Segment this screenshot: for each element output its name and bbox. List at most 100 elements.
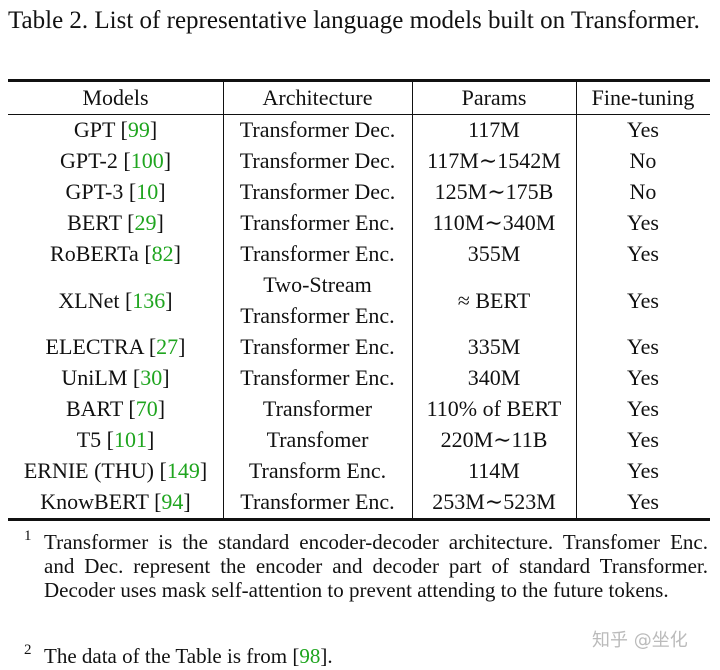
cell-architecture: Transformer Enc. [223, 238, 412, 269]
citation-link[interactable]: 70 [135, 395, 158, 421]
table-row: T5 [101] Transfomer 220M∼11B Yes [8, 424, 710, 455]
cell-model: BART [70] [65, 395, 166, 421]
cell-params: 110% of BERT [426, 395, 562, 421]
citation-link[interactable]: 27 [156, 333, 179, 359]
bottom-rule [8, 518, 710, 521]
architecture-line: Transformer Enc. [240, 488, 395, 514]
model-name: XLNet [58, 287, 120, 313]
table-header-row: Models Architecture Params Fine-tuning [8, 81, 710, 114]
footnote-mark: 2 [24, 642, 32, 658]
cell-fine-tuning: Yes [626, 240, 659, 266]
architecture-line: Transformer Dec. [239, 178, 396, 204]
architecture-line: Two-Stream [263, 272, 372, 297]
cell-params: ≈ BERT [457, 287, 531, 313]
cell-fine-tuning: Yes [626, 209, 659, 235]
footnote-text: The data of the Table is from [98]. [44, 644, 333, 668]
cell-fine-tuning: No [629, 147, 657, 173]
column-divider [223, 82, 224, 518]
cell-model: T5 [101] [76, 426, 155, 452]
column-header-fine-tuning: Fine-tuning [591, 84, 695, 110]
cell-model: ELECTRA [27] [45, 333, 186, 359]
model-name: GPT [73, 116, 115, 142]
cell-architecture: Transformer Enc. [223, 362, 412, 393]
model-name: GPT-3 [65, 178, 124, 204]
cell-model: ERNIE (THU) [149] [23, 457, 208, 483]
cell-model: GPT-3 [10] [65, 178, 166, 204]
column-header-params: Params [461, 84, 527, 110]
cell-architecture: Transfomer [223, 424, 412, 455]
footnote-text-part: . [327, 644, 333, 668]
footnote-text-part: The data of the Table is from [44, 644, 293, 668]
model-name: T5 [76, 426, 102, 452]
cell-params: 253M∼523M [432, 488, 556, 514]
column-divider [412, 82, 413, 518]
model-name: GPT-2 [59, 147, 118, 173]
cell-architecture: Transformer [223, 393, 412, 424]
footnote-2: 2 The data of the Table is from [98]. [24, 642, 708, 668]
cell-fine-tuning: Yes [626, 116, 659, 142]
architecture-line: Transformer [262, 395, 373, 421]
architecture-line: Transfomer [266, 426, 369, 452]
model-name: ELECTRA [45, 333, 144, 359]
cell-architecture: Transformer Enc. [223, 486, 412, 517]
cell-params: 335M [467, 333, 521, 359]
model-name: KnowBERT [40, 488, 149, 514]
table-caption: Table 2. List of representative language… [8, 7, 700, 34]
model-name: BERT [67, 209, 122, 235]
cell-params: 220M∼11B [440, 426, 548, 452]
citation-link[interactable]: 99 [127, 116, 150, 142]
citation-link[interactable]: 29 [134, 209, 157, 235]
citation-link[interactable]: 136 [132, 287, 166, 313]
cell-fine-tuning: Yes [626, 364, 659, 390]
cell-architecture: Transformer Dec. [223, 145, 412, 176]
cell-architecture: Transform Enc. [223, 455, 412, 486]
architecture-line: Transform Enc. [248, 457, 387, 483]
model-name: UniLM [61, 364, 128, 390]
cell-fine-tuning: No [629, 178, 657, 204]
citation-link[interactable]: 30 [140, 364, 163, 390]
citation-link[interactable]: 94 [161, 488, 184, 514]
cell-params: 110M∼340M [432, 209, 556, 235]
citation-link[interactable]: 10 [136, 178, 159, 204]
citation-link[interactable]: 100 [130, 147, 164, 173]
citation-link[interactable]: 82 [151, 240, 174, 266]
cell-model: BERT [29] [67, 209, 164, 235]
footnote-mark: 1 [24, 528, 32, 544]
cell-fine-tuning: Yes [626, 426, 659, 452]
footnote-text: Transformer is the standard encoder-deco… [44, 530, 708, 602]
footnote-1: 1 Transformer is the standard encoder-de… [24, 528, 708, 602]
column-header-models: Models [82, 84, 149, 110]
architecture-line: Transformer Enc. [240, 333, 395, 359]
cell-architecture: Transformer Enc. [223, 207, 412, 238]
citation-link[interactable]: 149 [166, 457, 200, 483]
cell-model: XLNet [136] [58, 287, 173, 313]
architecture-line: Transformer Enc. [240, 303, 395, 328]
cell-params: 114M [468, 457, 520, 483]
table-row: BERT [29] Transformer Enc. 110M∼340M Yes [8, 207, 710, 238]
architecture-line: Transformer Enc. [240, 364, 395, 390]
architecture-line: Transformer Enc. [240, 209, 395, 235]
cell-params: 117M∼1542M [427, 147, 561, 173]
cell-model: RoBERTa [82] [50, 240, 181, 266]
column-header-architecture: Architecture [262, 84, 373, 110]
cell-model: GPT [99] [73, 116, 158, 142]
citation-link[interactable]: 98 [299, 644, 321, 668]
table-row: KnowBERT [94] Transformer Enc. 253M∼523M Ye… [8, 486, 710, 517]
cell-fine-tuning: Yes [626, 488, 659, 514]
cell-model: KnowBERT [94] [40, 488, 191, 514]
cell-fine-tuning: Yes [626, 287, 659, 313]
cell-params: 125M∼175B [434, 178, 554, 204]
citation-link[interactable]: 101 [113, 426, 147, 452]
models-table: Models Architecture Params Fine-tuning G… [8, 81, 710, 517]
cell-architecture: Transformer Enc. [223, 331, 412, 362]
column-divider [576, 82, 577, 518]
model-name: ERNIE (THU) [23, 457, 154, 483]
